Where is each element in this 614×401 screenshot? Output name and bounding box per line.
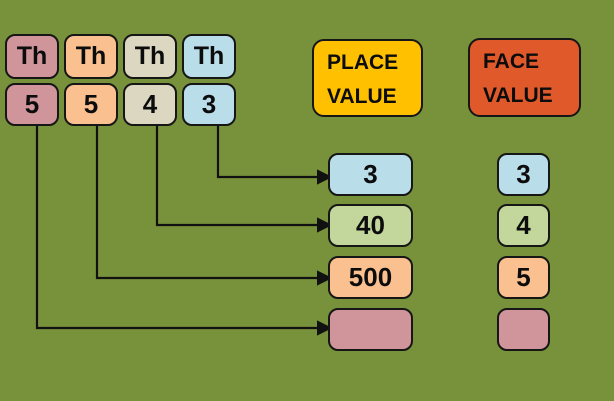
face-value-box-hundreds: 5: [497, 256, 550, 299]
place-value-header-line2: VALUE: [327, 85, 397, 108]
column-header-box-hundreds: Th: [64, 34, 118, 79]
digit-box-ones: 3: [182, 83, 236, 126]
digit-box-hundreds: 5: [64, 83, 118, 126]
place-value-header-line1: PLACE: [327, 51, 399, 74]
column-header-box-ones: Th: [182, 34, 236, 79]
digit-box-tens: 4: [123, 83, 177, 126]
digit-box-thousands: 5: [5, 83, 59, 126]
column-header-box-thousands: Th: [5, 34, 59, 79]
column-header-box-tens: Th: [123, 34, 177, 79]
connector-ones-to-place-value: [216, 126, 333, 185]
face-value-box-thousands: [497, 308, 550, 351]
connector-hundreds-to-place-value: [95, 126, 333, 286]
place-value-box-hundreds: 500: [328, 256, 413, 299]
face-value-box-ones: 3: [497, 153, 550, 196]
place-value-box-thousands: [328, 308, 413, 351]
face-value-box-tens: 4: [497, 204, 550, 247]
face-value-header-line2: VALUE: [483, 84, 553, 107]
place-value-box-ones: 3: [328, 153, 413, 196]
connector-thousands-to-place-value: [35, 126, 333, 336]
place-value-box-tens: 40: [328, 204, 413, 247]
face-value-header: FACE VALUE: [468, 38, 581, 117]
connector-tens-to-place-value: [155, 126, 333, 233]
place-value-header: PLACE VALUE: [312, 39, 423, 117]
face-value-header-line1: FACE: [483, 50, 540, 73]
